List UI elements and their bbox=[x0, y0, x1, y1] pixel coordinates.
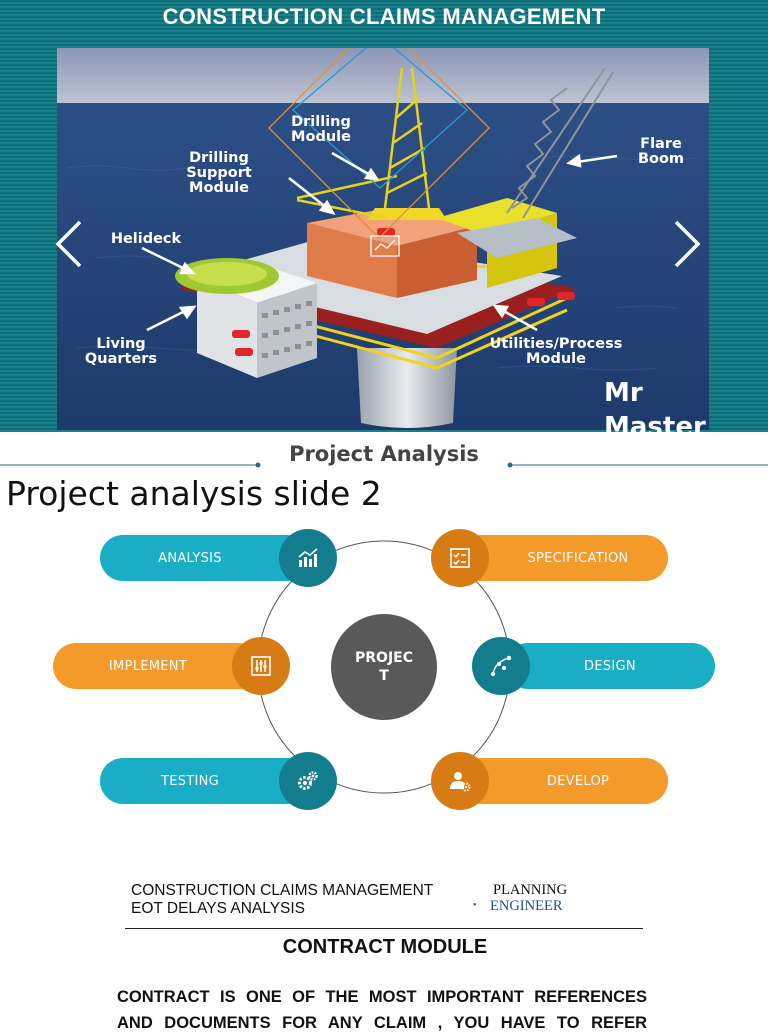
header-line-2: EOT DELAYS ANALYSIS bbox=[131, 900, 306, 917]
project-cycle-diagram: ANALYSIS SPECIFICATION IMPLEMENT DESIGN … bbox=[0, 520, 768, 810]
label-living-quarters: Living bbox=[96, 336, 145, 352]
label-utilities-process-2: Module bbox=[526, 351, 586, 367]
user-gear-icon bbox=[431, 752, 489, 810]
body-line-1: CONTRACT IS ONE OF THE MOST IMPORTANT RE… bbox=[117, 988, 647, 1006]
document-header: CONSTRUCTION CLAIMS MANAGEMENT EOT DELAY… bbox=[131, 882, 433, 918]
step-analysis[interactable]: ANALYSIS bbox=[100, 535, 310, 581]
center-label: PROJECT bbox=[355, 650, 413, 684]
step-implement[interactable]: IMPLEMENT bbox=[53, 643, 263, 689]
chevron-left-icon[interactable] bbox=[50, 218, 90, 270]
slide-title: CONSTRUCTION CLAIMS MANAGEMENT bbox=[162, 4, 606, 29]
header-rule bbox=[125, 928, 643, 929]
logo-line-1: PLANNING bbox=[493, 882, 568, 898]
label-flare-boom: Flare bbox=[640, 136, 682, 152]
sliders-icon bbox=[232, 637, 290, 695]
oil-platform-illustration: Drilling Module Drilling Support Module … bbox=[57, 48, 709, 430]
project-center-circle: PROJECT bbox=[331, 614, 437, 720]
chevron-right-icon[interactable] bbox=[668, 218, 708, 270]
step-develop-label: DEVELOP bbox=[546, 773, 610, 789]
slide-heading: Project analysis slide 2 bbox=[6, 474, 382, 513]
step-specification-label: SPECIFICATION bbox=[527, 550, 629, 566]
step-implement-label: IMPLEMENT bbox=[108, 658, 188, 674]
label-drilling-support-module: Drilling bbox=[189, 150, 249, 166]
module-title: CONTRACT MODULE bbox=[282, 936, 488, 958]
header-line-1: CONSTRUCTION CLAIMS MANAGEMENT bbox=[131, 882, 434, 899]
bar-chart-icon bbox=[279, 529, 337, 587]
section-title: Project Analysis bbox=[289, 442, 479, 466]
label-drilling-module: Drilling bbox=[291, 114, 351, 130]
checklist-icon bbox=[431, 529, 489, 587]
document-page: CONSTRUCTION CLAIMS MANAGEMENT EOT DELAY… bbox=[117, 878, 647, 1032]
label-living-quarters-2: Quarters bbox=[85, 351, 157, 367]
label-drilling-support-module-2: Support bbox=[186, 165, 252, 181]
hero-slide: CONSTRUCTION CLAIMS MANAGEMENT bbox=[0, 0, 768, 432]
step-design[interactable]: DESIGN bbox=[505, 643, 715, 689]
step-analysis-label: ANALYSIS bbox=[158, 550, 222, 566]
step-specification[interactable]: SPECIFICATION bbox=[458, 535, 668, 581]
label-helideck: Helideck bbox=[111, 231, 182, 247]
logo-line-2: ENGINEER bbox=[490, 898, 563, 914]
document-body: CONTRACT IS ONE OF THE MOST IMPORTANT RE… bbox=[117, 984, 647, 1036]
step-design-label: DESIGN bbox=[584, 658, 636, 674]
planning-engineer-logo: PLANNING •ENGINEER bbox=[473, 882, 568, 914]
label-drilling-support-module-3: Module bbox=[189, 180, 249, 196]
author-line-2: Master bbox=[604, 412, 706, 432]
author-line-1: Mr bbox=[604, 378, 643, 408]
label-utilities-process: Utilities/Process bbox=[490, 336, 623, 352]
step-testing-label: TESTING bbox=[160, 773, 220, 789]
section-divider bbox=[0, 462, 768, 468]
step-testing[interactable]: TESTING bbox=[100, 758, 310, 804]
label-flare-boom-2: Boom bbox=[638, 151, 684, 167]
body-line-2: AND DOCUMENTS FOR ANY CLAIM , YOU HAVE T… bbox=[117, 1014, 647, 1032]
gears-icon bbox=[279, 752, 337, 810]
vector-curve-icon bbox=[472, 637, 530, 695]
step-develop[interactable]: DEVELOP bbox=[458, 758, 668, 804]
author-name: Mr Master bbox=[604, 376, 706, 432]
label-drilling-module-2: Module bbox=[291, 129, 351, 145]
